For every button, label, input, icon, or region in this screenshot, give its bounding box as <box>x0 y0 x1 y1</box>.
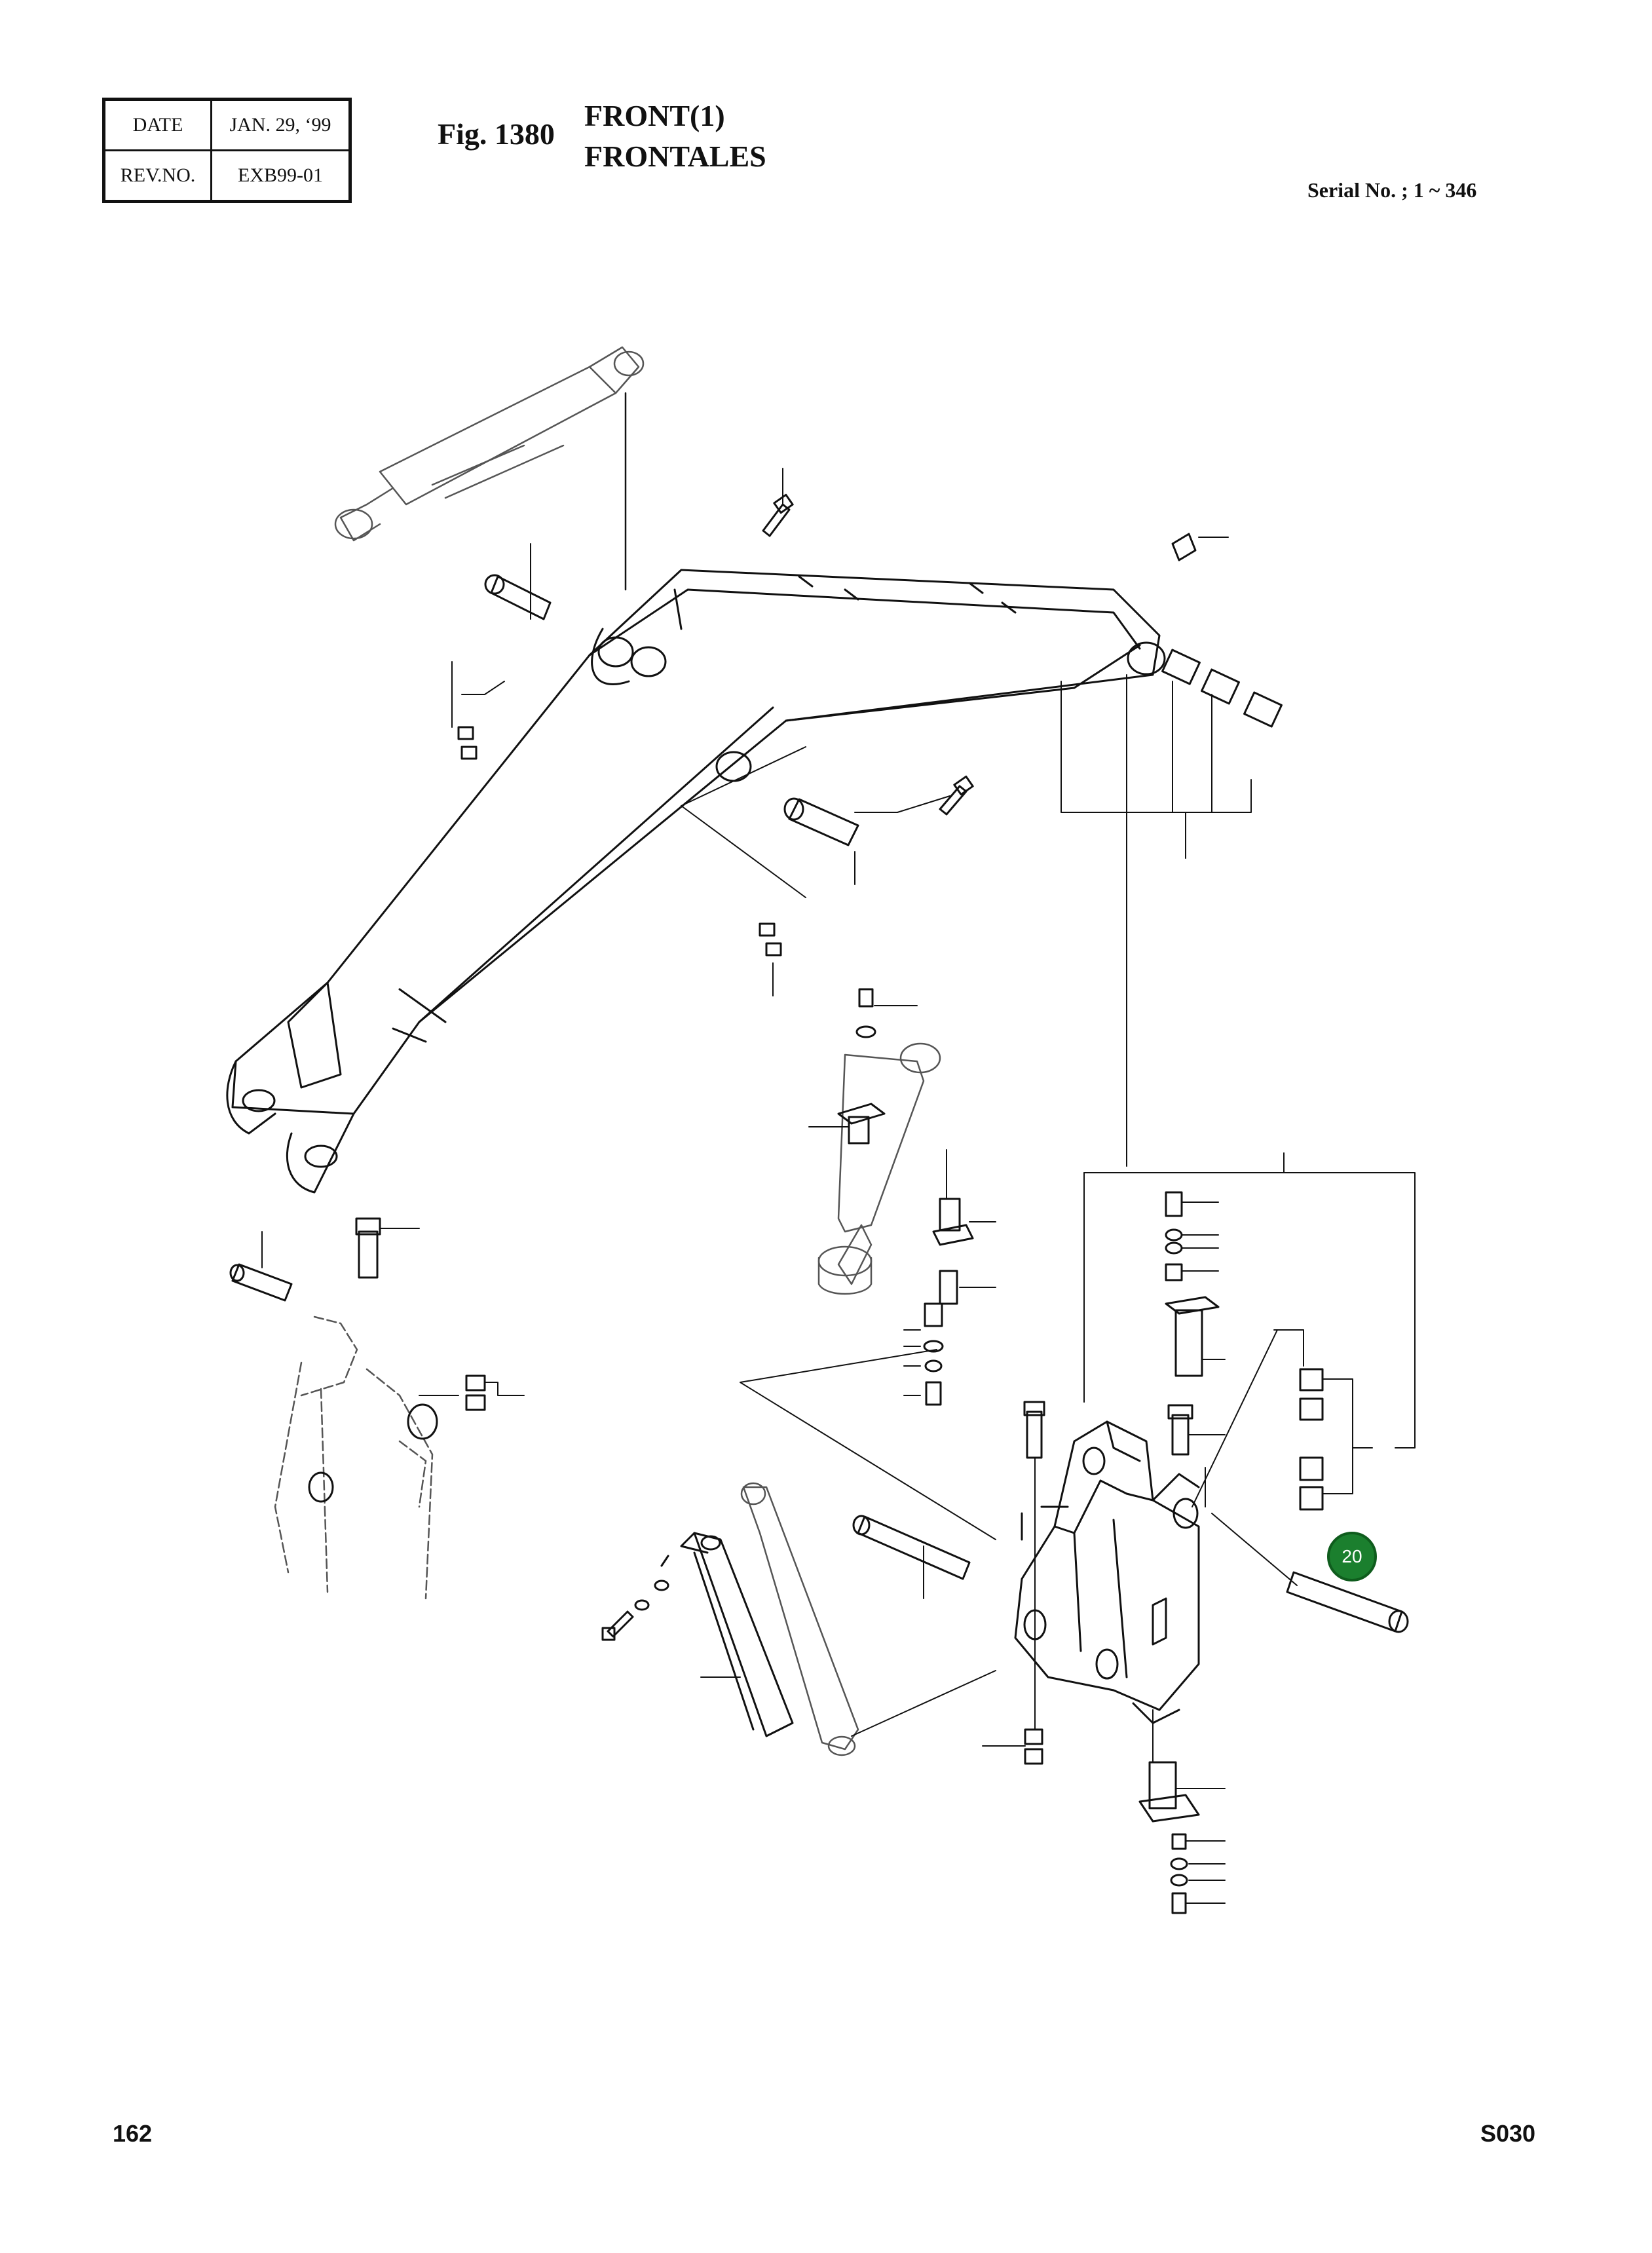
boom-cylinder <box>334 346 645 591</box>
arm-phantom <box>274 1316 434 1600</box>
date-row: DATE JAN. 29, ‘99 <box>103 98 351 151</box>
figure-title-spanish: FRONTALES <box>584 140 766 173</box>
arm-leaders <box>261 1228 525 1396</box>
arm-pin-left <box>229 1217 486 1503</box>
section-code: S030 <box>1480 2120 1536 2147</box>
boom-leaders <box>451 468 1252 1167</box>
item-20-callout[interactable]: 20 <box>1327 1532 1377 1581</box>
revision-table: DATE JAN. 29, ‘99 REV.NO. EXB99-01 <box>102 98 352 203</box>
boom <box>226 569 1166 1194</box>
rev-label: REV.NO. <box>103 149 212 202</box>
right-leaders <box>923 1152 1416 1599</box>
page-number: 162 <box>113 2120 153 2147</box>
rev-row: REV.NO. EXB99-01 <box>103 149 351 202</box>
boom-pins <box>484 574 1283 846</box>
link-cylinder <box>740 1482 859 1756</box>
link-bolts <box>601 1555 669 1641</box>
link-plate <box>680 1532 794 1737</box>
link-leaders <box>700 1670 996 1737</box>
arm-cylinder <box>817 1042 941 1295</box>
bottom-pin-stack <box>1023 1401 1200 1914</box>
boom-bolts <box>457 493 1197 956</box>
bottom-leaders <box>982 1457 1226 1904</box>
rev-value: EXB99-01 <box>210 149 351 202</box>
date-value: JAN. 29, ‘99 <box>210 98 351 151</box>
date-label: DATE <box>103 98 212 151</box>
swing-bracket <box>1014 1420 1200 1724</box>
figure-title-english: FRONT(1) <box>584 99 725 132</box>
center-leaders <box>740 1005 996 1540</box>
serial-range: Serial No. ; 1 ~ 346 <box>1307 178 1477 202</box>
center-flange-pins <box>837 988 974 1406</box>
right-pins <box>852 1191 1409 1633</box>
figure-number: Fig. 1380 <box>438 117 555 151</box>
